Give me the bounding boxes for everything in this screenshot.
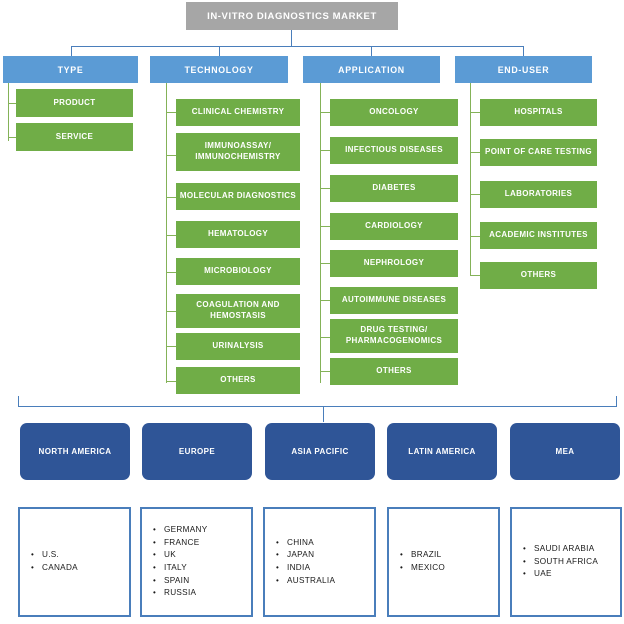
country-list-item: MEXICO (400, 562, 445, 575)
leaf-product[interactable]: PRODUCT (16, 89, 133, 117)
country-list-item: SPAIN (153, 575, 208, 588)
leaf-technology-others[interactable]: OTHERS (176, 367, 300, 394)
connector-to-application (371, 46, 372, 56)
technology-branch-6 (166, 346, 176, 347)
leaf-immunoassay-immunochemistry[interactable]: IMMUNOASSAY/ IMMUNOCHEMISTRY (176, 133, 300, 171)
country-list-item: RUSSIA (153, 587, 208, 600)
region-bracket-bus (18, 406, 617, 407)
country-list-latin-america: BRAZILMEXICO (389, 549, 445, 574)
leaf-cardiology[interactable]: CARDIOLOGY (330, 213, 458, 240)
country-box-mea: SAUDI ARABIASOUTH AFRICAUAE (510, 507, 622, 617)
country-list-europe: GERMANYFRANCEUKITALYSPAINRUSSIA (142, 524, 208, 600)
country-box-europe: GERMANYFRANCEUKITALYSPAINRUSSIA (140, 507, 253, 617)
technology-branch-5 (166, 311, 176, 312)
connector-to-technology (219, 46, 220, 56)
country-list-asia-pacific: CHINAJAPANINDIAAUSTRALIA (265, 537, 335, 588)
application-branch-4 (320, 263, 330, 264)
region-pill-mea[interactable]: MEA (510, 423, 620, 480)
technology-branch-7 (166, 381, 176, 382)
application-column-spine (320, 83, 321, 383)
region-pill-europe[interactable]: EUROPE (142, 423, 252, 480)
country-list-item: UAE (523, 568, 598, 581)
leaf-coagulation-and-hemostasis[interactable]: COAGULATION AND HEMOSTASIS (176, 294, 300, 328)
technology-branch-3 (166, 235, 176, 236)
region-pill-asia-pacific[interactable]: ASIA PACIFIC (265, 423, 375, 480)
leaf-laboratories[interactable]: LABORATORIES (480, 181, 597, 208)
leaf-microbiology[interactable]: MICROBIOLOGY (176, 258, 300, 285)
country-list-north-america: U.S.CANADA (20, 549, 78, 574)
leaf-diabetes[interactable]: DIABETES (330, 175, 458, 202)
technology-branch-0 (166, 112, 176, 113)
technology-branch-1 (166, 155, 176, 156)
leaf-hospitals[interactable]: HOSPITALS (480, 99, 597, 126)
diagram-root-title: IN-VITRO DIAGNOSTICS MARKET (186, 2, 398, 30)
leaf-hematology[interactable]: HEMATOLOGY (176, 221, 300, 248)
application-branch-2 (320, 188, 330, 189)
end-user-branch-4 (470, 275, 480, 276)
category-header-type[interactable]: TYPE (3, 56, 138, 83)
country-list-item: ITALY (153, 562, 208, 575)
region-bracket-stem (323, 406, 324, 422)
leaf-point-of-care-testing[interactable]: POINT OF CARE TESTING (480, 139, 597, 166)
country-list-item: CHINA (276, 537, 335, 550)
leaf-service[interactable]: SERVICE (16, 123, 133, 151)
leaf-molecular-diagnostics[interactable]: MOLECULAR DIAGNOSTICS (176, 183, 300, 210)
application-branch-3 (320, 226, 330, 227)
application-branch-7 (320, 371, 330, 372)
region-bracket-right-arm (616, 396, 617, 406)
category-header-technology[interactable]: TECHNOLOGY (150, 56, 288, 83)
type-branch-0 (8, 103, 16, 104)
application-branch-1 (320, 150, 330, 151)
country-list-item: FRANCE (153, 537, 208, 550)
application-branch-0 (320, 112, 330, 113)
leaf-infectious-diseases[interactable]: INFECTIOUS DISEASES (330, 137, 458, 164)
leaf-autoimmune-diseases[interactable]: AUTOIMMUNE DISEASES (330, 287, 458, 314)
country-box-north-america: U.S.CANADA (18, 507, 131, 617)
leaf-drug-testing-pharmacogenomics[interactable]: DRUG TESTING/ PHARMACOGENOMICS (330, 319, 458, 353)
country-list-item: BRAZIL (400, 549, 445, 562)
technology-branch-4 (166, 272, 176, 273)
leaf-urinalysis[interactable]: URINALYSIS (176, 333, 300, 360)
end-user-branch-0 (470, 112, 480, 113)
technology-column-spine (166, 83, 167, 383)
country-list-item: GERMANY (153, 524, 208, 537)
country-list-item: SOUTH AFRICA (523, 556, 598, 569)
connector-to-end-user (523, 46, 524, 56)
root-bus-connector (71, 46, 524, 47)
country-list-item: INDIA (276, 562, 335, 575)
country-list-item: U.S. (31, 549, 78, 562)
region-pill-latin-america[interactable]: LATIN AMERICA (387, 423, 497, 480)
leaf-academic-institutes[interactable]: ACADEMIC INSTITUTES (480, 222, 597, 249)
country-list-item: UK (153, 549, 208, 562)
end-user-branch-2 (470, 194, 480, 195)
technology-branch-2 (166, 197, 176, 198)
connector-to-type (71, 46, 72, 56)
country-list-item: AUSTRALIA (276, 575, 335, 588)
country-box-asia-pacific: CHINAJAPANINDIAAUSTRALIA (263, 507, 376, 617)
country-list-item: JAPAN (276, 549, 335, 562)
country-list-item: CANADA (31, 562, 78, 575)
root-stem-connector (291, 30, 292, 46)
country-box-latin-america: BRAZILMEXICO (387, 507, 500, 617)
leaf-end-user-others[interactable]: OTHERS (480, 262, 597, 289)
country-list-mea: SAUDI ARABIASOUTH AFRICAUAE (512, 543, 598, 581)
end-user-column-spine (470, 83, 471, 276)
region-pill-north-america[interactable]: NORTH AMERICA (20, 423, 130, 480)
end-user-branch-1 (470, 152, 480, 153)
leaf-nephrology[interactable]: NEPHROLOGY (330, 250, 458, 277)
application-branch-5 (320, 300, 330, 301)
type-branch-1 (8, 137, 16, 138)
category-header-end-user[interactable]: END-USER (455, 56, 592, 83)
leaf-application-others[interactable]: OTHERS (330, 358, 458, 385)
category-header-application[interactable]: APPLICATION (303, 56, 440, 83)
leaf-clinical-chemistry[interactable]: CLINICAL CHEMISTRY (176, 99, 300, 126)
country-list-item: SAUDI ARABIA (523, 543, 598, 556)
leaf-oncology[interactable]: ONCOLOGY (330, 99, 458, 126)
region-bracket-left-arm (18, 396, 19, 406)
end-user-branch-3 (470, 236, 480, 237)
type-column-spine (8, 83, 9, 141)
application-branch-6 (320, 337, 330, 338)
